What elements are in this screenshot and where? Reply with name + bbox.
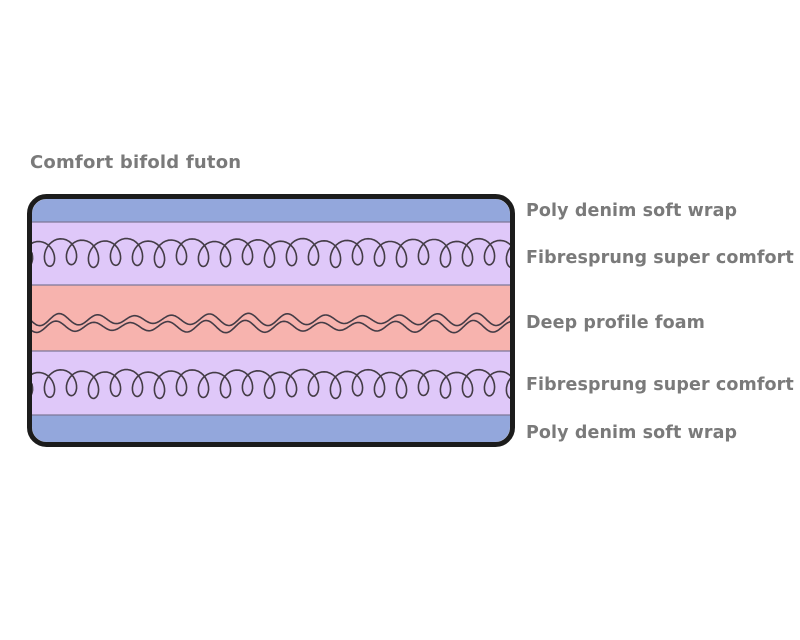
coil-pattern-upper [32,237,510,269]
layer-label-bottom-wrap: Poly denim soft wrap [526,423,738,443]
layer-bottom-wrap [32,415,510,442]
layer-upper-fibre [32,222,510,285]
layer-foam [32,285,510,351]
coil-pattern-lower [32,368,510,400]
layer-label-lower-fibre: Fibresprung super comfort [526,375,794,395]
layer-label-top-wrap: Poly denim soft wrap [526,201,738,221]
layer-top-wrap [32,199,510,222]
layer-lower-fibre [32,351,510,415]
wave-pattern-foam [32,312,510,334]
layer-label-foam: Deep profile foam [526,313,706,333]
layer-label-upper-fibre: Fibresprung super comfort [526,248,794,268]
diagram-title: Comfort bifold futon [30,152,242,173]
mattress-outline [27,194,515,447]
